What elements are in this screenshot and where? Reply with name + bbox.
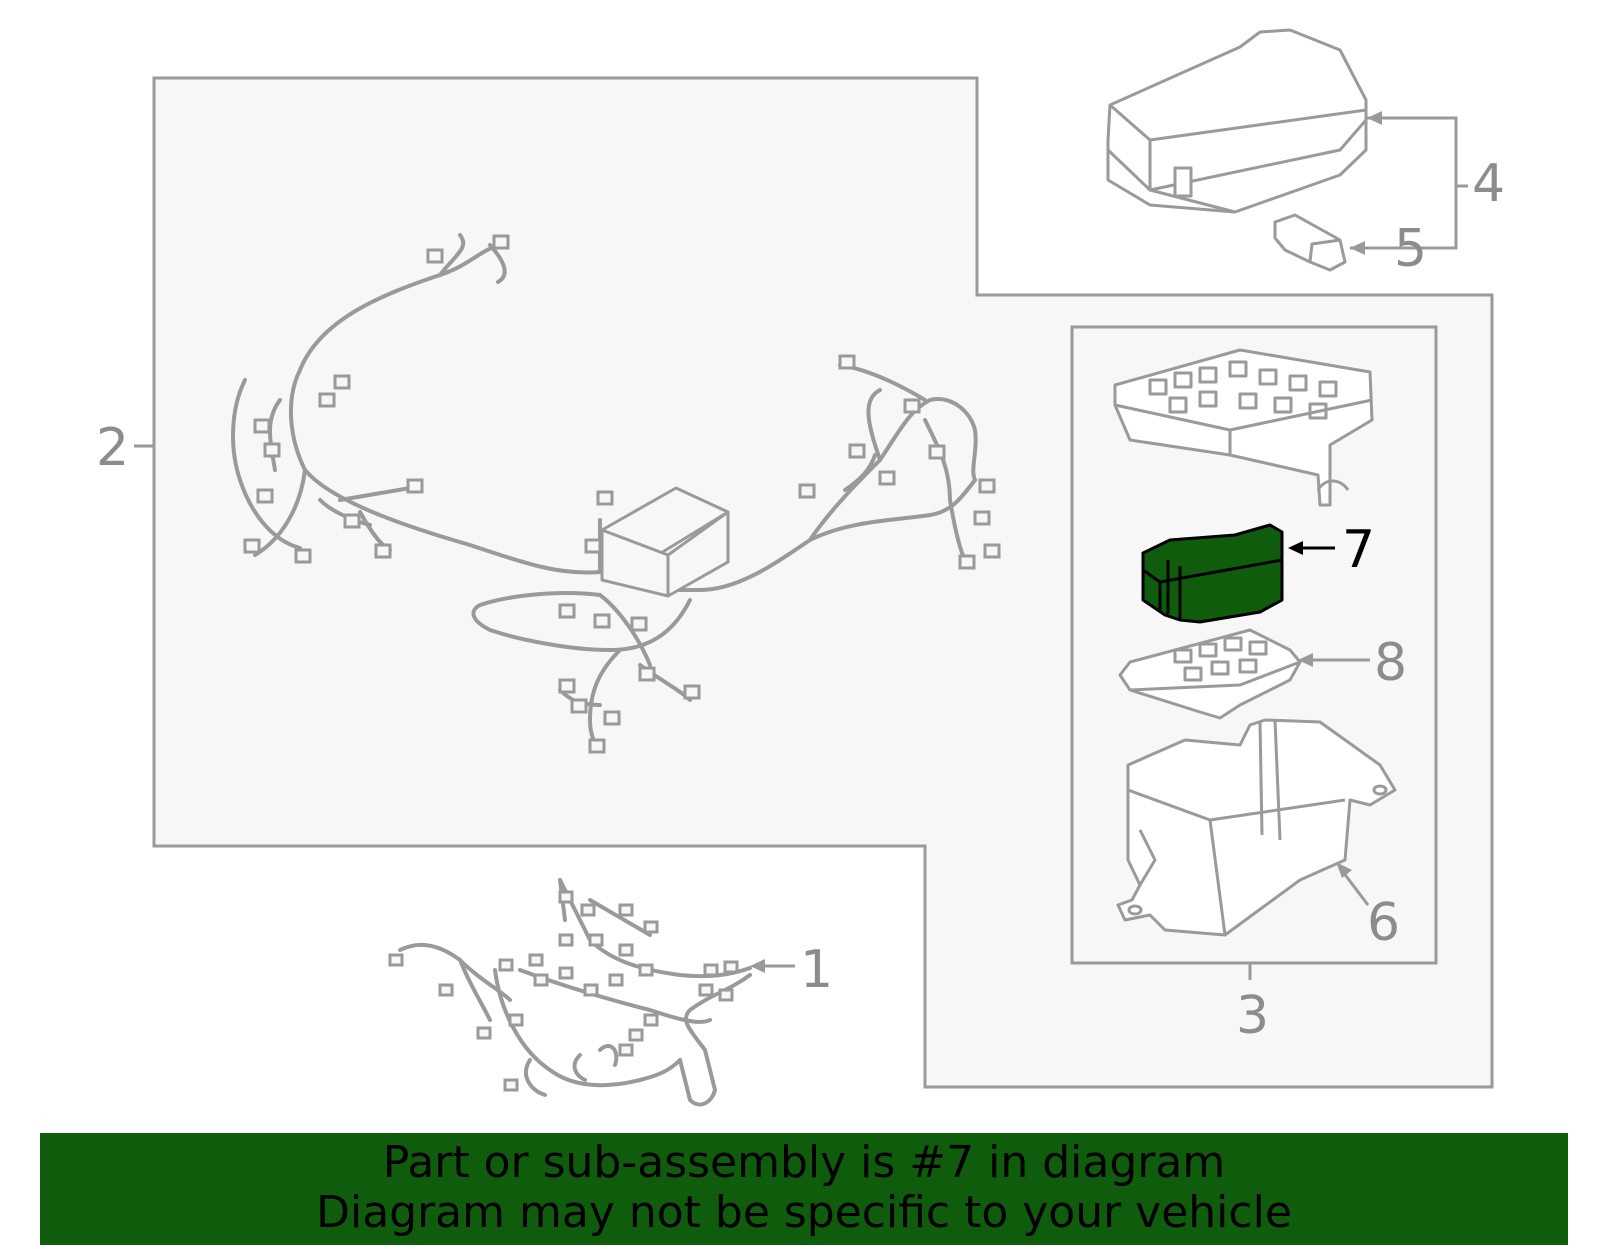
callout-1: 1 bbox=[800, 940, 833, 1000]
harness-2-connectors bbox=[243, 234, 1001, 754]
callout-8: 8 bbox=[1374, 633, 1407, 693]
leader-lines bbox=[134, 116, 1468, 980]
callout-2: 2 bbox=[96, 418, 129, 478]
fusebox-lower-case-6 bbox=[1116, 718, 1397, 937]
banner-line-2: Diagram may not be specific to your vehi… bbox=[316, 1187, 1292, 1238]
callout-5: 5 bbox=[1394, 219, 1427, 279]
callout-6: 6 bbox=[1367, 893, 1400, 953]
arrowheads bbox=[750, 111, 1382, 973]
fusebox-upper bbox=[1113, 348, 1374, 507]
clip-5 bbox=[1273, 213, 1347, 272]
relay-block-icon bbox=[600, 486, 730, 598]
callout-7: 7 bbox=[1342, 520, 1375, 580]
fusebox-frame bbox=[1070, 325, 1438, 965]
fuse-block-8 bbox=[1118, 628, 1302, 720]
info-banner: Part or sub-assembly is #7 in diagram Di… bbox=[40, 1133, 1568, 1245]
relay-block-7-highlighted bbox=[1141, 523, 1284, 624]
banner-line-1: Part or sub-assembly is #7 in diagram bbox=[382, 1137, 1226, 1188]
callout-4: 4 bbox=[1472, 154, 1505, 214]
arrow-7 bbox=[1288, 541, 1335, 555]
fusebox-cover-4 bbox=[1106, 28, 1368, 214]
callout-3: 3 bbox=[1236, 986, 1269, 1046]
harness-1-connectors bbox=[388, 890, 739, 1092]
